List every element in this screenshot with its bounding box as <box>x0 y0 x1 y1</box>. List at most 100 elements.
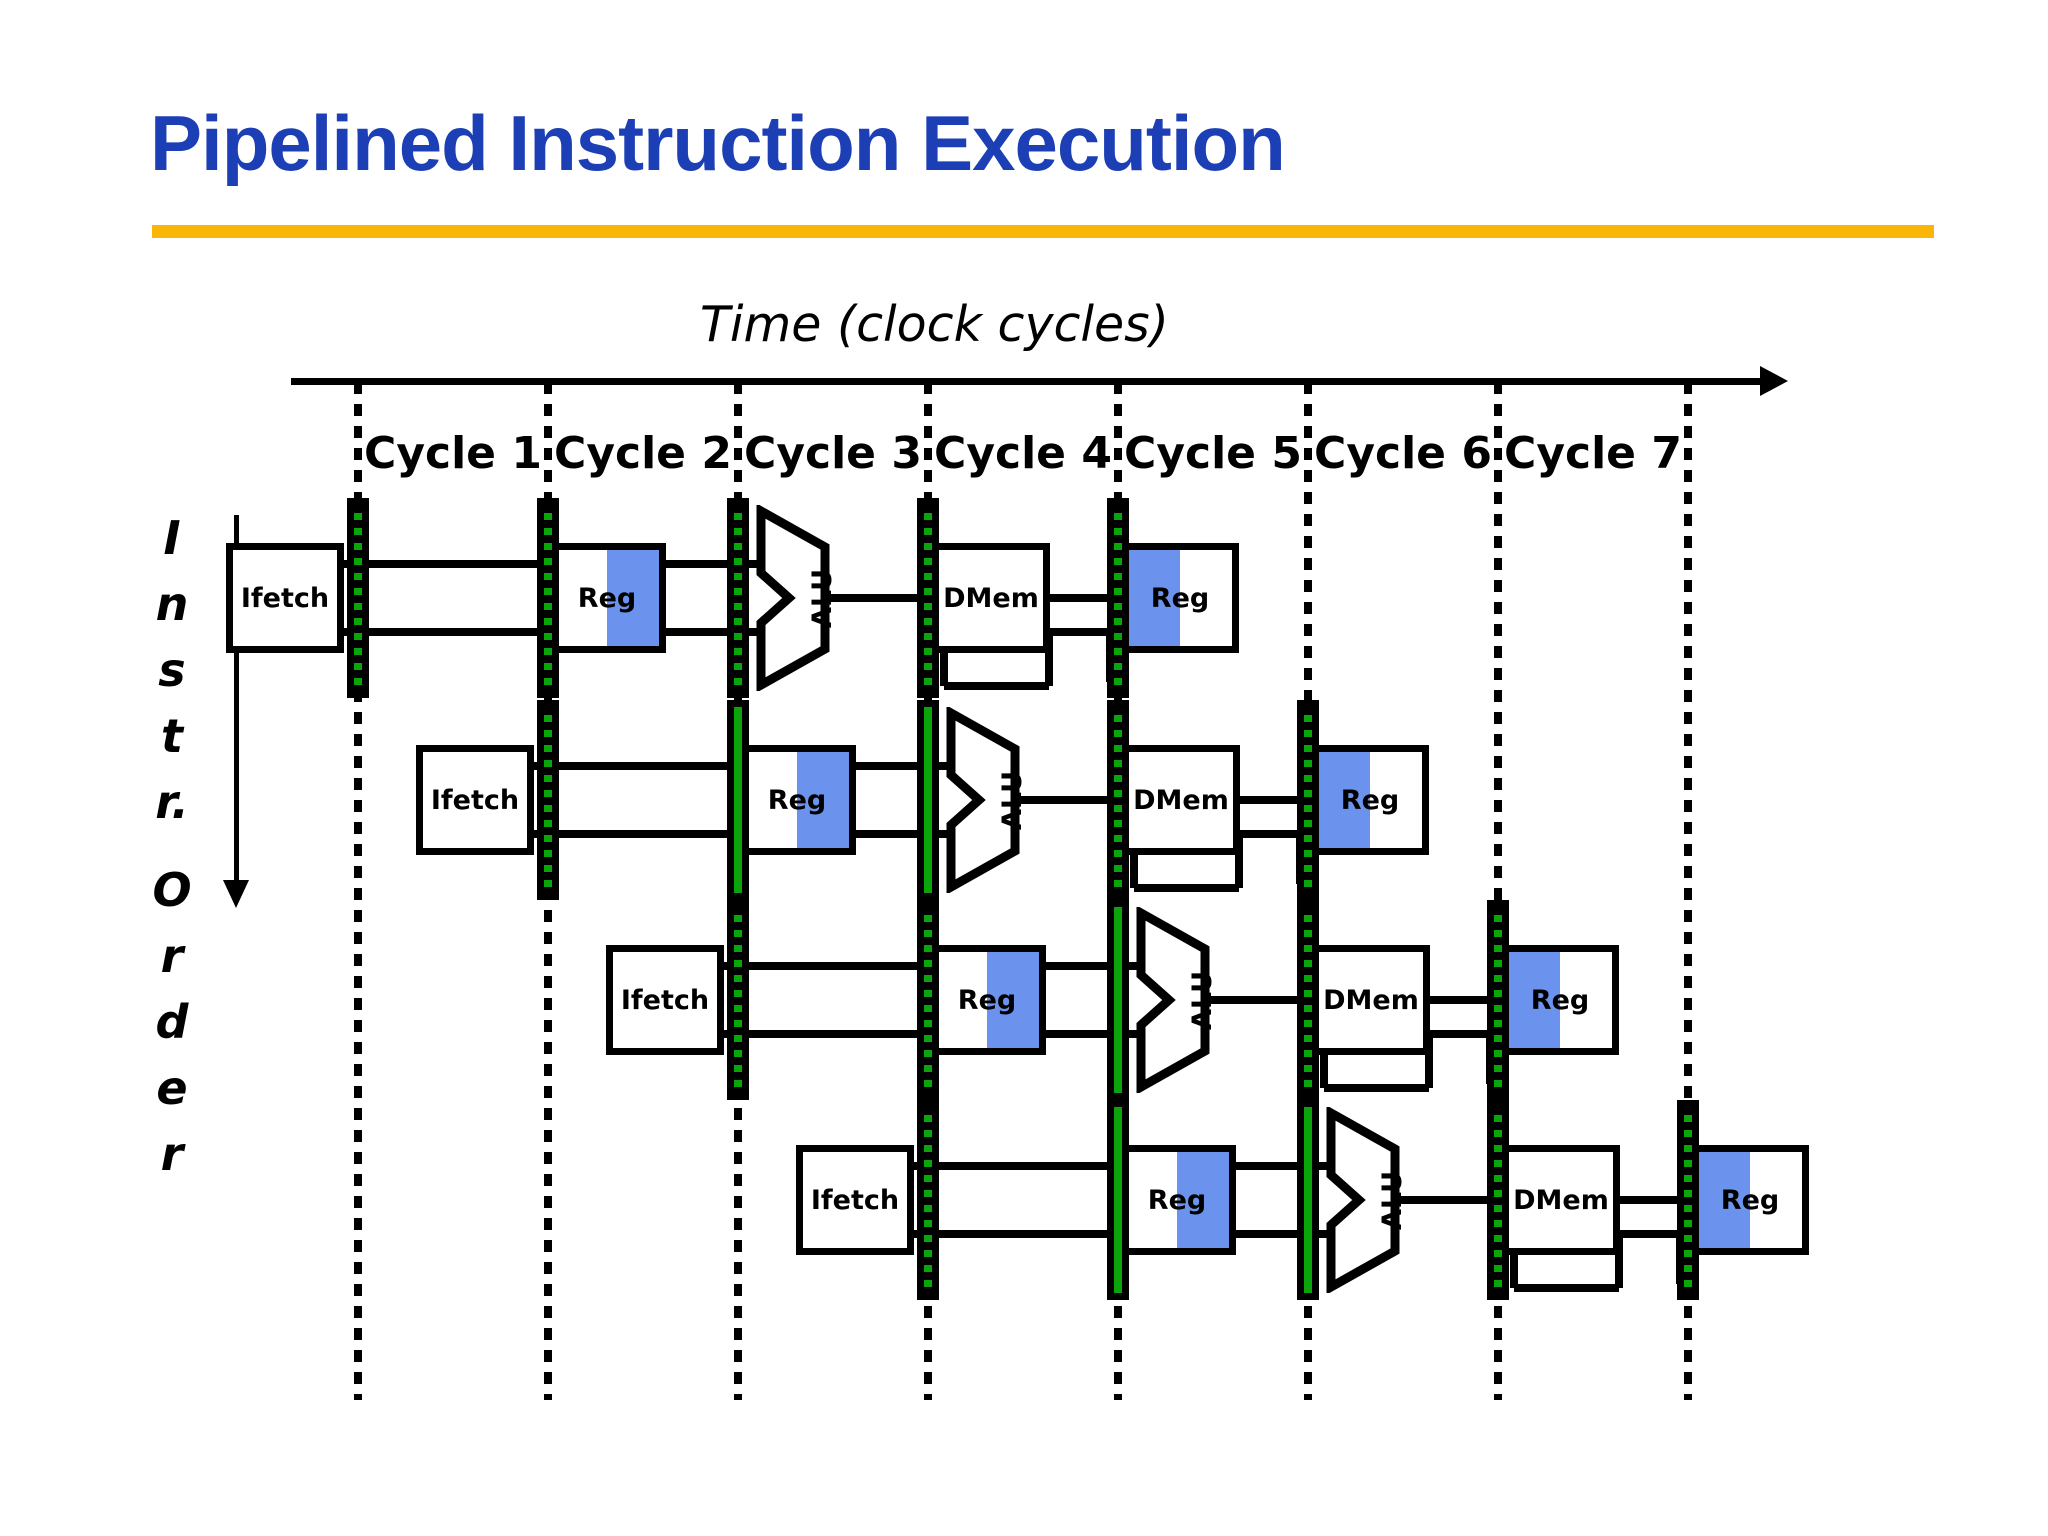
pipeline-register-cap <box>1107 498 1129 505</box>
dmem-bypass-wire <box>1514 1284 1619 1292</box>
pipeline-register-cap <box>537 498 559 505</box>
reg-to-alu-wire <box>662 628 758 636</box>
pipeline-register-1 <box>727 900 749 1100</box>
pipeline-register-cap <box>727 893 749 900</box>
dmem-to-reg-wire <box>1236 796 1315 804</box>
pipeline-register-cap <box>917 893 939 900</box>
pipeline-register-cap <box>1107 1093 1129 1100</box>
stage-box-reg-write: Reg <box>1311 745 1429 855</box>
pipeline-register-cap <box>917 1100 939 1107</box>
instruction-order-letter: d <box>155 995 189 1049</box>
pipeline-register-cap <box>727 700 749 707</box>
instruction-order-letter: r. <box>155 775 189 829</box>
cycle-label-1: Cycle 1 <box>364 428 542 479</box>
dmem-to-reg-wire <box>1426 996 1505 1004</box>
pipeline-register-hatch <box>1494 907 1502 1093</box>
stage-label: Reg <box>1150 582 1210 614</box>
pipeline-register-hatch <box>544 505 552 691</box>
dmem-bypass-wire <box>1045 632 1053 686</box>
pipeline-register-cap <box>1487 1100 1509 1107</box>
stage-box-alu: ALU <box>1325 1107 1435 1293</box>
pipeline-register-5 <box>1297 700 1319 900</box>
pipeline-register-cap <box>917 498 939 505</box>
pipeline-register-cap <box>1487 1293 1509 1300</box>
pipeline-register-cap <box>1107 1293 1129 1300</box>
cycle-label-4: Cycle 4 <box>934 428 1112 479</box>
cycle-label-3: Cycle 3 <box>744 428 922 479</box>
ifetch-to-reg-wire <box>530 830 742 838</box>
register-file-highlight <box>987 952 1039 1048</box>
stage-label: Reg <box>767 784 827 816</box>
register-file-highlight <box>1318 752 1370 848</box>
pipeline-register-2 <box>917 900 939 1100</box>
register-file-highlight <box>1128 550 1180 646</box>
pipeline-register-4 <box>1487 1100 1509 1300</box>
pipeline-register-hatch <box>1494 1107 1502 1293</box>
reg-to-alu-wire <box>852 762 948 770</box>
pipeline-register-2 <box>1107 1100 1129 1300</box>
dmem-bypass-wire <box>1239 830 1300 838</box>
dmem-bypass-wire <box>1429 1030 1490 1038</box>
instruction-order-letter: s <box>158 643 186 697</box>
pipeline-register-2 <box>727 700 749 900</box>
alu-to-dmem-wire <box>1393 1196 1502 1204</box>
stage-label: Reg <box>1340 784 1400 816</box>
alu-to-dmem-wire <box>823 594 932 602</box>
title-underline-rule <box>152 225 1934 238</box>
alu-to-dmem-wire <box>1013 796 1122 804</box>
instruction-order-letter: r <box>160 929 184 983</box>
stage-box-dmem: DMem <box>932 543 1050 653</box>
pipeline-register-hatch <box>734 907 742 1093</box>
time-axis-label: Time (clock cycles) <box>700 296 1169 353</box>
dmem-bypass-wire <box>1425 1034 1433 1088</box>
dmem-bypass-wire <box>1619 1230 1680 1238</box>
instruction-order-letter: e <box>156 1061 188 1115</box>
stage-box-alu: ALU <box>945 707 1055 893</box>
pipeline-register-cap <box>1107 900 1129 907</box>
stage-box-dmem: DMem <box>1502 1145 1620 1255</box>
time-axis-arrow-icon <box>1760 366 1788 396</box>
register-file-highlight <box>797 752 849 848</box>
pipeline-register-cap <box>1107 700 1129 707</box>
pipeline-register-cap <box>917 691 939 698</box>
reg-to-alu-wire <box>852 830 948 838</box>
pipeline-register-hatch <box>1114 505 1122 691</box>
cycle-label-6: Cycle 6 <box>1314 428 1492 479</box>
dmem-bypass-wire <box>944 682 1049 690</box>
instruction-order-letter: r <box>160 1127 184 1181</box>
pipeline-register-hatch <box>734 505 742 691</box>
instruction-order-arrow-line <box>234 515 239 885</box>
dmem-to-reg-wire <box>1046 594 1125 602</box>
alu-to-dmem-wire <box>1203 996 1312 1004</box>
dmem-to-reg-wire <box>1616 1196 1695 1204</box>
stage-box-reg-write: Reg <box>1691 1145 1809 1255</box>
pipeline-register-5 <box>1677 1100 1699 1300</box>
page-title: Pipelined Instruction Execution <box>150 99 1286 187</box>
pipeline-register-4 <box>1297 900 1319 1100</box>
stage-box-reg-write: Reg <box>1121 543 1239 653</box>
pipeline-register-hatch <box>1684 1107 1692 1293</box>
pipeline-register-hatch <box>924 505 932 691</box>
pipeline-register-cap <box>1107 893 1129 900</box>
pipeline-register-cap <box>917 700 939 707</box>
ifetch-to-reg-wire <box>720 1030 932 1038</box>
pipeline-register-1 <box>347 498 369 698</box>
stage-box-ifetch: Ifetch <box>606 945 724 1055</box>
dmem-bypass-wire <box>1235 834 1243 888</box>
pipeline-register-cap <box>1297 893 1319 900</box>
register-file-highlight <box>607 550 659 646</box>
pipeline-register-cap <box>1107 691 1129 698</box>
instruction-order-letter: O <box>152 863 192 917</box>
stage-label: Reg <box>1720 1184 1780 1216</box>
pipeline-register-cap <box>1487 900 1509 907</box>
cycle-divider-line <box>1494 382 1502 1400</box>
pipeline-register-1 <box>917 1100 939 1300</box>
register-file-highlight <box>1508 952 1560 1048</box>
pipeline-register-cap <box>1677 1100 1699 1107</box>
pipeline-register-cap <box>727 900 749 907</box>
reg-to-alu-wire <box>1232 1162 1328 1170</box>
pipeline-register-cap <box>917 1093 939 1100</box>
